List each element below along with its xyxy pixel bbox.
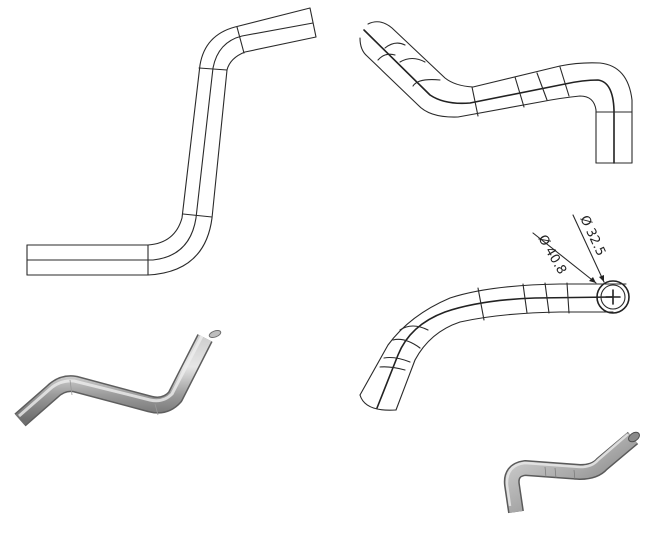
center-cross-icon [605,289,621,305]
leader-inner-diameter [572,214,605,283]
inner-diameter-circle [600,284,626,310]
leader-outer-diameter [532,232,597,284]
dimension-inner: Ø 32.5 [576,213,608,258]
inner-diameter-symbol: Ø [576,213,594,229]
dimension-outer: Ø 40.8 [535,233,569,278]
tube-drawing-top-right [359,21,633,164]
outer-diameter-circle [596,280,630,314]
tube-drawing-top-left [26,7,317,276]
tube-render-bottom-left [14,330,222,427]
outer-diameter-value: 40.8 [542,245,569,278]
tube-render-bottom-right [503,431,640,514]
tube-drawing-mid-right [359,214,630,411]
tube-end-opening [628,431,640,443]
